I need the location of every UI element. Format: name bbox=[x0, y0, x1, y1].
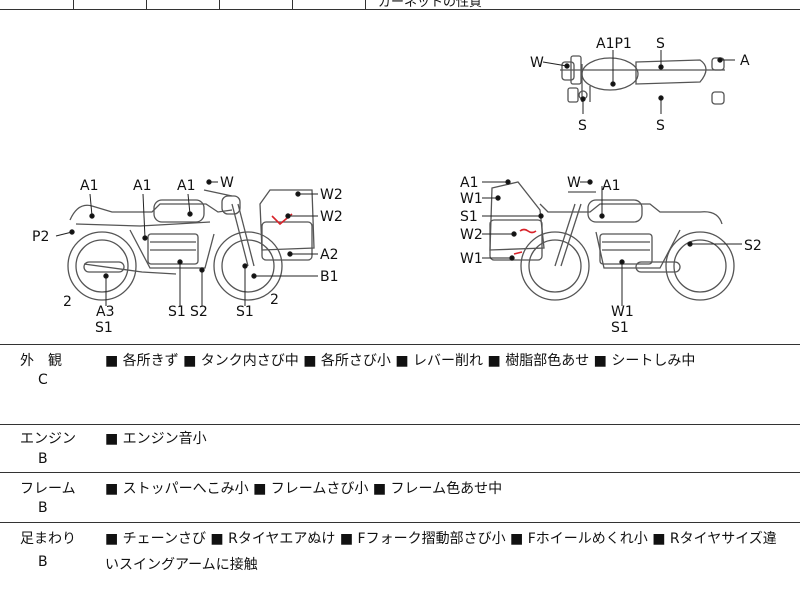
damage-diagram: A1P1 S W A S S A1 A1 A1 W W2 W2 P2 A2 B1… bbox=[0, 10, 800, 344]
left-label-2-front: 2 bbox=[63, 294, 72, 310]
right-label-s2: S2 bbox=[744, 238, 762, 254]
row-label: エンジン bbox=[20, 431, 76, 447]
left-side-bike bbox=[67, 189, 315, 301]
header-cell-text: ガーネットの性質 bbox=[378, 0, 483, 10]
row-divider bbox=[0, 472, 800, 473]
top-label-w: W bbox=[530, 55, 544, 71]
row-notes: ■ エンジン音小 bbox=[105, 431, 207, 447]
row-grade: C bbox=[38, 372, 48, 388]
right-label-w1-1: W1 bbox=[460, 191, 483, 207]
left-label-s1-c: S1 bbox=[236, 304, 254, 320]
top-label-s: S bbox=[656, 36, 665, 52]
row-label: 足まわり bbox=[20, 531, 76, 547]
right-label-w1-2: W1 bbox=[460, 251, 483, 267]
right-label-w2: W2 bbox=[460, 227, 483, 243]
row-notes: ■ 各所きず ■ タンク内さび中 ■ 各所さび小 ■ レバー削れ ■ 樹脂部色あ… bbox=[105, 353, 696, 369]
left-label-a1-2: A1 bbox=[133, 178, 151, 194]
row-grade: B bbox=[38, 500, 48, 516]
right-label-a1-2: A1 bbox=[602, 178, 620, 194]
right-label-a1-1: A1 bbox=[460, 175, 478, 191]
top-label-s-bottom-right: S bbox=[656, 118, 665, 134]
left-label-b1: B1 bbox=[320, 269, 339, 285]
left-label-2-rear: 2 bbox=[270, 292, 279, 308]
row-divider bbox=[0, 522, 800, 523]
leader-lines bbox=[55, 50, 742, 306]
left-label-a3: A3 bbox=[96, 304, 114, 320]
left-label-a1-3: A1 bbox=[177, 178, 195, 194]
scratch-mark-right-2 bbox=[513, 251, 523, 255]
left-label-s2: S2 bbox=[190, 304, 208, 320]
right-label-w: W bbox=[567, 175, 581, 191]
row-divider bbox=[0, 344, 800, 345]
row-label: フレーム bbox=[20, 481, 76, 497]
row-notes-continued: いスイングアームに接触 bbox=[105, 557, 258, 573]
header-table-remnant: ガーネットの性質 bbox=[0, 0, 800, 10]
left-label-a2: A2 bbox=[320, 247, 338, 263]
top-label-s-bottom-left: S bbox=[578, 118, 587, 134]
row-notes: ■ チェーンさび ■ Rタイヤエアぬけ ■ Fフォーク摺動部さび小 ■ Fホイー… bbox=[105, 531, 777, 547]
row-grade: B bbox=[38, 451, 48, 467]
left-label-w2-2: W2 bbox=[320, 209, 343, 225]
right-side-bike bbox=[489, 181, 735, 301]
right-label-s1-1: S1 bbox=[460, 209, 478, 225]
left-label-w: W bbox=[220, 175, 234, 191]
right-label-w1-3: W1 bbox=[611, 304, 634, 320]
row-grade: B bbox=[38, 554, 48, 570]
left-label-a1-1: A1 bbox=[80, 178, 98, 194]
motorcycle-diagram-svg: A1P1 S W A S S A1 A1 A1 W W2 W2 P2 A2 B1… bbox=[32, 36, 762, 336]
left-label-s1-a: S1 bbox=[95, 320, 113, 336]
left-label-p2: P2 bbox=[32, 229, 49, 245]
left-label-s1-b: S1 bbox=[168, 304, 186, 320]
row-notes: ■ ストッパーへこみ小 ■ フレームさび小 ■ フレーム色あせ中 bbox=[105, 481, 503, 497]
row-divider bbox=[0, 424, 800, 425]
row-label: 外 観 bbox=[20, 353, 62, 369]
scratch-mark-right-1 bbox=[519, 228, 537, 234]
top-label-a1p1: A1P1 bbox=[596, 36, 632, 52]
right-label-s1-2: S1 bbox=[611, 320, 629, 336]
top-label-a: A bbox=[740, 53, 750, 69]
left-label-w2-1: W2 bbox=[320, 187, 343, 203]
top-view-bike bbox=[560, 55, 725, 105]
